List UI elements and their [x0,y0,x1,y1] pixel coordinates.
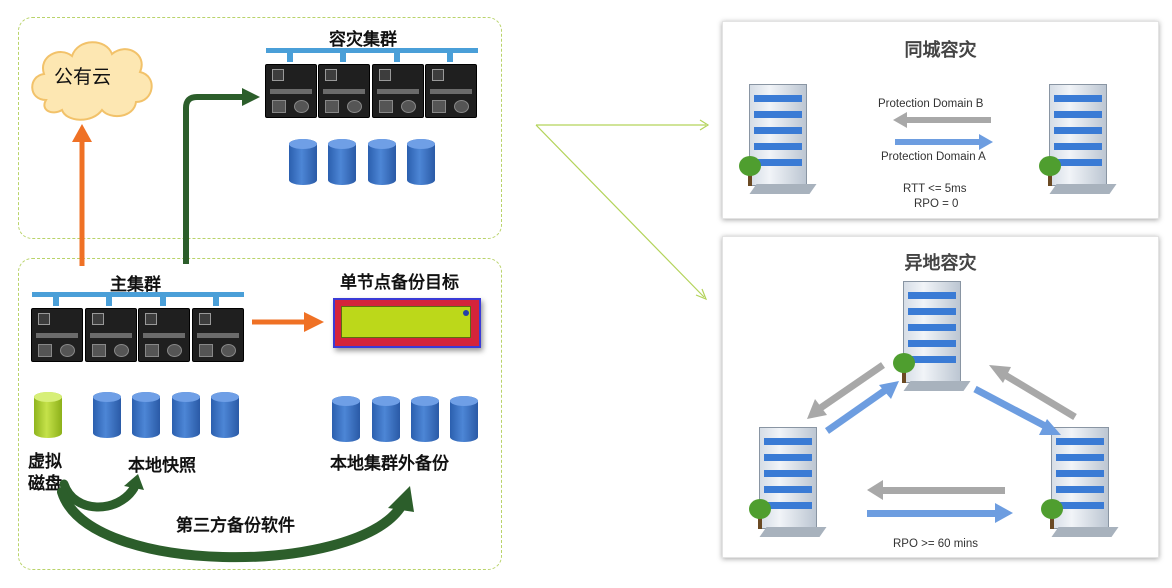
metro-rpo-label: RPO = 0 [914,198,959,210]
dr-network-bar [266,48,478,53]
metro-dr-title: 同城容灾 [904,40,977,60]
single-node-target-device [333,298,481,348]
dr-storage-disk [368,139,396,185]
dr-storage-disk [328,139,356,185]
dr-storage-disk [289,139,317,185]
remote-dr-panel: 异地容灾 [722,236,1159,558]
dr-cluster-title: 容灾集群 [329,30,397,49]
arrow-to-local-snapshot [59,479,139,512]
arrow-gray-left [893,112,991,128]
arrow-gray-right-up [989,365,1077,421]
remote-rpo-label: RPO >= 60 mins [893,538,979,550]
snapshot-disk [93,392,121,438]
offcluster-disk [411,396,439,442]
building-icon [893,281,973,391]
main-node [31,308,83,362]
building-icon [1041,427,1121,537]
building-icon [1039,84,1119,194]
arrow-gray-up-left [807,362,885,419]
arrow-blue-right [867,503,1013,523]
arrow-gray-left [867,480,1005,500]
main-node [192,308,244,362]
protection-domain-a-label: Protection Domain A [881,151,986,163]
building-icon [749,427,829,537]
public-cloud-label: 公有云 [54,67,112,88]
snapshot-disk [172,392,200,438]
virtual-disk-cylinder [34,392,62,438]
offcluster-disk [332,396,360,442]
main-zone [18,258,502,570]
offcluster-disk [450,396,478,442]
snapshot-disk [132,392,160,438]
arrow-blue-down-right [824,381,899,434]
remote-dr-title: 异地容灾 [904,253,977,273]
cloud-icon [31,41,153,121]
rtt-label: RTT <= 5ms [903,183,967,195]
offcluster-backup-label: 本地集群外备份 [330,454,449,473]
left-arrows-layer [57,88,414,563]
arrow-blue-right-down [973,385,1061,435]
arrow-head [304,312,324,332]
local-snapshot-label: 本地快照 [128,456,196,475]
arrow-blue-right [895,134,993,150]
arrow-to-dr-cluster [183,94,244,264]
building-icon [739,84,819,194]
replication-arrows [807,362,1077,523]
virtual-disk-label: 虚拟 磁盘 [28,452,62,493]
main-node [138,308,190,362]
arrow-head [242,88,260,106]
arrow-to-offcluster-backup [57,487,405,563]
main-node [85,308,137,362]
dr-node [372,64,424,118]
dr-node [265,64,317,118]
single-node-target-title: 单节点备份目标 [340,273,459,292]
protection-domain-b-label: Protection Domain B [878,98,984,110]
main-cluster-title: 主集群 [110,275,161,294]
main-network-bar [32,292,244,297]
metro-dr-panel: 同城容灾 Protection Domain B Protection Doma… [722,21,1159,219]
dr-node [318,64,370,118]
arrow-head [72,124,92,142]
dr-node [425,64,477,118]
dr-zone [18,17,502,239]
arrow-head [388,486,414,512]
third-party-backup-label: 第三方备份软件 [176,516,295,535]
snapshot-disk [211,392,239,438]
connector-lines [535,119,710,301]
dr-storage-disk [407,139,435,185]
offcluster-disk [372,396,400,442]
arrow-head [124,474,144,490]
